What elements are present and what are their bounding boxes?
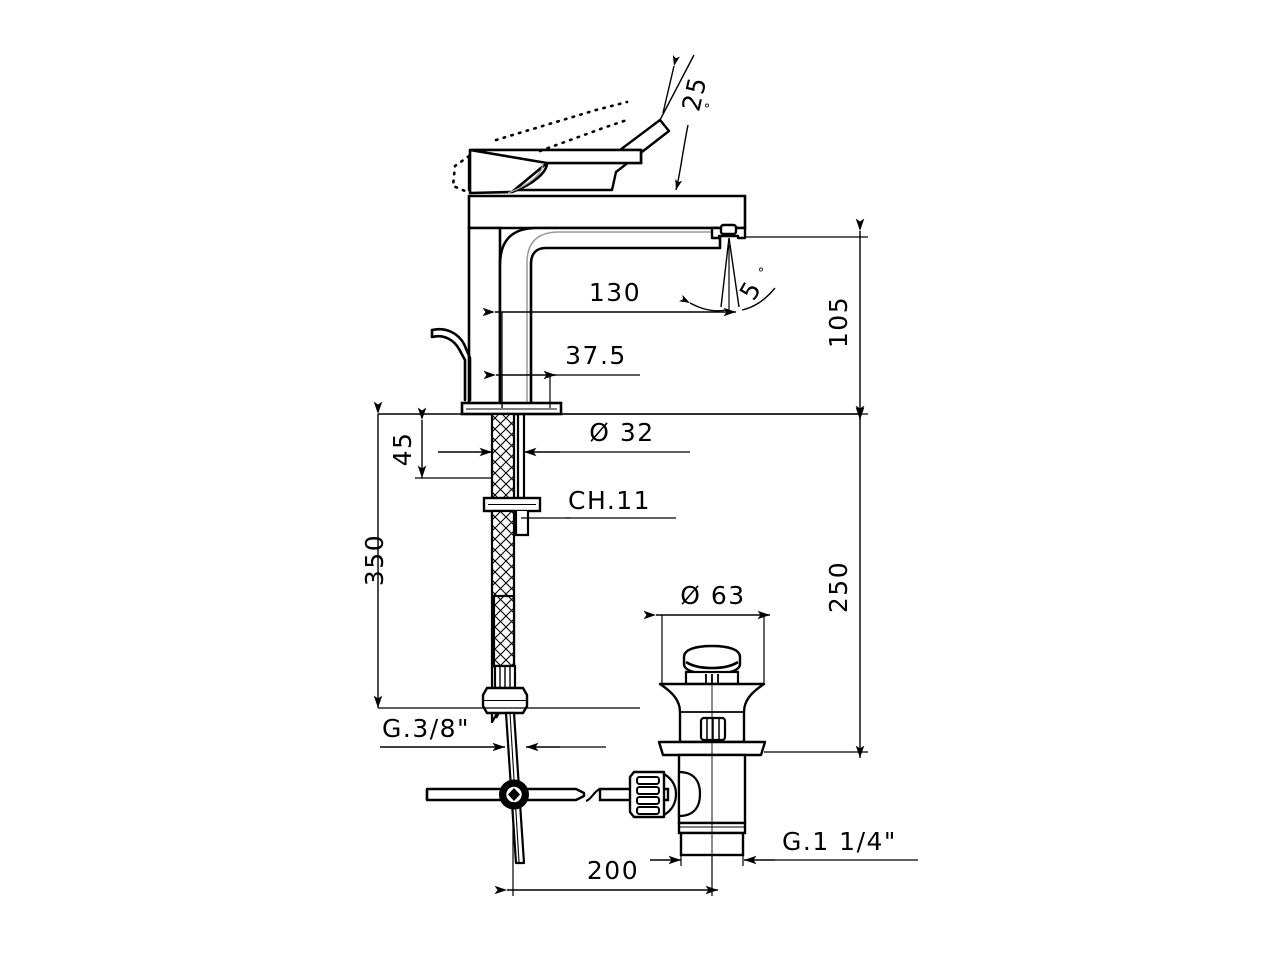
dim-spout-offset [483, 370, 640, 408]
dim-label-ch11: CH.11 [568, 486, 651, 515]
dim-label-45: 45 [388, 432, 417, 467]
degree-symbol-25: ° [704, 103, 711, 118]
dim-drain-height [764, 405, 868, 758]
dim-label-g38: G.3/8" [382, 714, 470, 743]
dim-label-250: 250 [824, 561, 853, 613]
handle-lever-solid [468, 148, 643, 195]
dim-angle-25 [659, 54, 745, 197]
deck-escutcheon [460, 401, 563, 416]
dim-hose-length [373, 401, 640, 709]
dim-label-dia-32: Ø 32 [589, 418, 654, 447]
dim-label-200: 200 [587, 856, 639, 885]
dim-label-37-5: 37.5 [565, 341, 627, 370]
dim-mount-thickness [415, 407, 492, 479]
dim-drain-thread [650, 833, 918, 866]
handle-phantom-outline [451, 100, 629, 195]
dim-label-130: 130 [589, 278, 641, 307]
dim-flange-diameter [643, 610, 770, 684]
drain-retaining-nut [628, 770, 678, 819]
dim-label-dia-63: Ø 63 [680, 581, 745, 610]
dim-spout-height [460, 218, 868, 420]
popup-waste-drain [628, 644, 767, 857]
supply-hose-assembly [481, 412, 542, 724]
degree-symbol-5: ° [758, 267, 765, 282]
dim-label-350: 350 [360, 534, 389, 586]
dim-label-105: 105 [824, 296, 853, 348]
dim-label-g114: G.1 1/4" [782, 827, 897, 856]
popup-lift-rod [430, 327, 472, 402]
